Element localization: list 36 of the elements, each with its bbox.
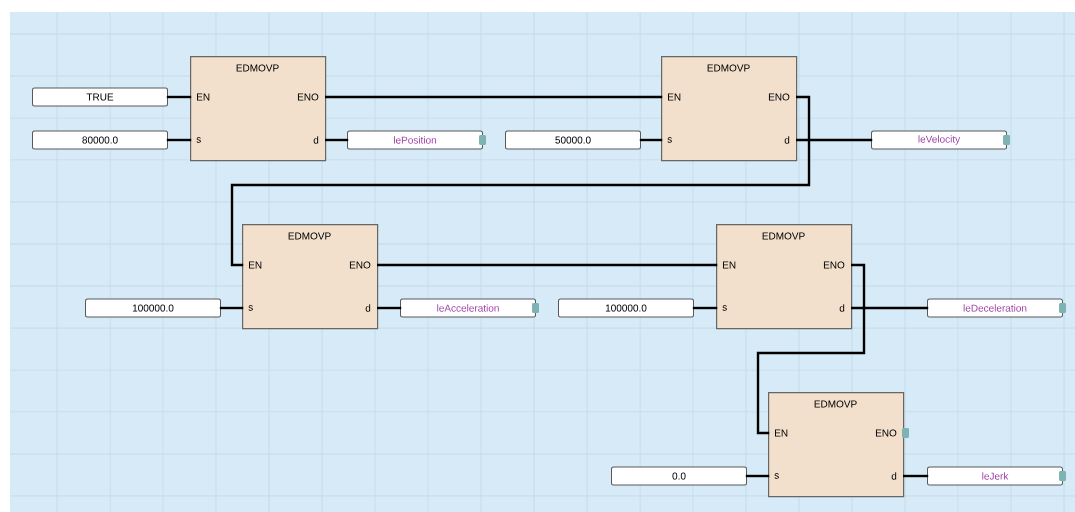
variable-box: leAcceleration xyxy=(400,298,536,318)
pin-label: EN xyxy=(723,261,736,269)
block-title: EDMOVP xyxy=(288,232,331,240)
value-box: 50000.0 xyxy=(505,130,641,150)
pin-label: d xyxy=(365,304,371,312)
block-title: EDMOVP xyxy=(762,232,805,240)
pin-label: ENO xyxy=(349,261,371,269)
value-box: TRUE xyxy=(32,87,168,107)
pin-label: s xyxy=(248,305,253,311)
variable-box: lePosition xyxy=(347,130,483,150)
value-box: 0.0 xyxy=(611,466,747,486)
pin-label: d xyxy=(891,472,897,480)
variable-box: leVelocity xyxy=(871,130,1007,150)
pin-label: EN xyxy=(197,93,210,101)
pin-label: ENO xyxy=(823,261,845,269)
pin-label: ENO xyxy=(875,429,897,437)
pin-label: s xyxy=(196,137,201,143)
pin-label: d xyxy=(313,136,319,144)
pin-label: s xyxy=(774,473,779,479)
pin-label: s xyxy=(722,305,727,311)
pin-label: d xyxy=(784,136,790,144)
variable-box: leJerk xyxy=(927,466,1063,486)
value-box: 100000.0 xyxy=(85,298,221,318)
pin-label: EN xyxy=(668,93,681,101)
pin-label: EN xyxy=(249,261,262,269)
value-box: 80000.0 xyxy=(32,130,168,150)
block-title: EDMOVP xyxy=(707,64,750,72)
pin-label: d xyxy=(839,304,845,312)
pin-label: ENO xyxy=(768,93,790,101)
block-title: EDMOVP xyxy=(814,400,857,408)
block-title: EDMOVP xyxy=(236,64,279,72)
variable-box: leDeceleration xyxy=(927,298,1063,318)
pin-label: EN xyxy=(775,429,788,437)
value-box: 100000.0 xyxy=(558,298,694,318)
pin-label: s xyxy=(667,137,672,143)
pin-label: ENO xyxy=(297,93,319,101)
